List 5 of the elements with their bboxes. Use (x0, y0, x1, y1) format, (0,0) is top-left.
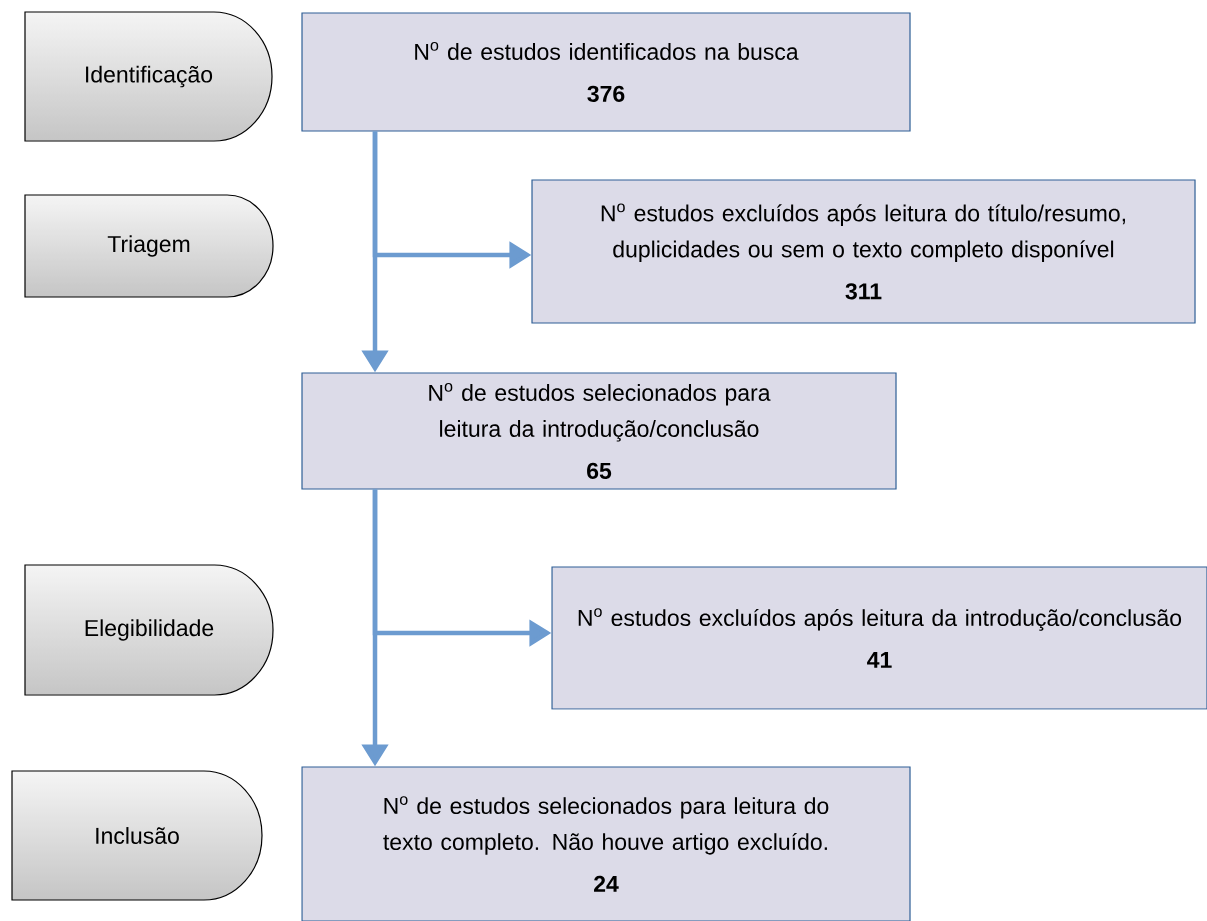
process-box: N$^{o}$ de estudos identificados na busca 376 (301, 12, 911, 132)
process-box: N$^{o}$ estudos excluídos após leitura da introdução/conclusão 41 (551, 566, 1207, 710)
process-box: N$^{o}$ de estudos selecionados para leitura da introdução/conclusão 65 (301, 372, 897, 490)
process-box: N$^{o}$ de estudos selecionados para leitura do texto completo. Não houve artigo excluído. 24 (301, 766, 911, 921)
process-box: N$^{o}$ estudos excluídos após leitura do título/resumo, duplicidades ou sem o texto completo disponível 311 (531, 179, 1196, 324)
